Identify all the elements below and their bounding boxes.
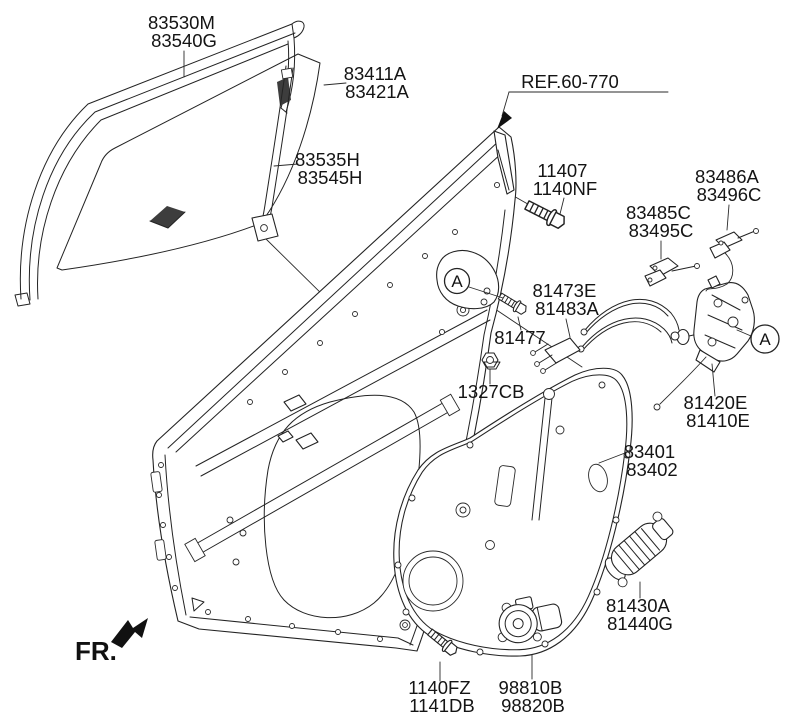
label-door-latch: 81420E 81410E	[684, 392, 753, 431]
frame-bolt-drawing	[524, 200, 565, 229]
glass-run-strip-drawing	[14, 20, 305, 307]
lock-actuator-left-drawing	[644, 257, 700, 287]
label-frame-bolt: 11407 1140NF	[533, 160, 597, 199]
label-glass-run-strip: 83530M 83540G	[148, 12, 220, 51]
label-window-glass: 83411A 83421A	[344, 63, 411, 102]
leader-lines	[183, 50, 752, 682]
cable-connector-drawing	[530, 298, 680, 374]
door-latch-drawing	[653, 252, 755, 411]
label-lock-actuator-left: 83485C 83495C	[626, 202, 696, 241]
window-glass-drawing	[56, 53, 321, 271]
label-safety-actuator: 81430A 81440G	[606, 595, 674, 634]
label-module-panel: 83401 83402	[624, 441, 681, 480]
safety-actuator-drawing	[604, 511, 674, 588]
label-rear-channel: 83535H 83545H	[295, 149, 365, 188]
label-cable-connector: 81473E 81483A	[533, 280, 602, 319]
detail-bolt-drawing	[497, 292, 527, 315]
module-panel-drawing	[393, 367, 633, 657]
label-lock-actuator-right: 83486A 83496C	[695, 166, 763, 205]
label-nut: 1327CB	[458, 381, 525, 402]
part-labels: 83530M 83540G 83411A 83421A 83535H 83545…	[148, 12, 763, 716]
detail-marker-a-right: A	[759, 330, 771, 349]
rear-channel-drawing	[251, 65, 294, 242]
lock-actuator-right-drawing	[709, 228, 759, 259]
window-motor-drawing	[497, 596, 563, 644]
panel-bolt-drawing	[427, 628, 458, 656]
label-window-motor: 98810B 98820B	[499, 677, 568, 716]
label-detail-bolt: 81477	[494, 327, 545, 348]
label-panel-bolt: 1140FZ 1141DB	[408, 677, 476, 716]
ref-callout	[497, 91, 669, 129]
nut-drawing	[481, 352, 501, 370]
fr-label: FR.	[75, 636, 117, 666]
detail-balloon-left: A	[443, 267, 471, 295]
label-ref: REF.60-770	[521, 71, 619, 92]
fr-arrow-icon	[111, 618, 148, 648]
detail-balloon-right: A	[750, 324, 780, 354]
detail-marker-a-left: A	[451, 272, 463, 291]
fr-direction: FR.	[75, 618, 148, 666]
